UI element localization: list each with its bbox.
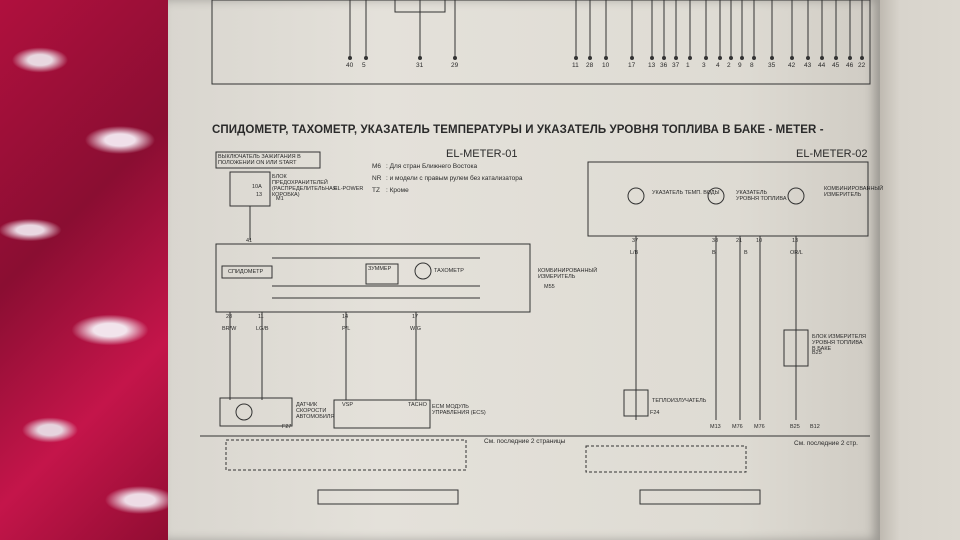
pin-13: 13 bbox=[792, 238, 799, 244]
ecm-box bbox=[333, 399, 431, 429]
combo-meter-2-label: КОМБИНИРОВАННЫЙ ИЗМЕРИТЕЛЬ bbox=[824, 186, 884, 198]
top-pin-number: 45 bbox=[832, 62, 840, 69]
pin-17: 17 bbox=[412, 314, 419, 320]
top-pin-number: 44 bbox=[818, 62, 826, 69]
ecm-label: ECM МОДУЛЬ УПРАВЛЕНИЯ (ECS) bbox=[432, 404, 486, 416]
page-title: СПИДОМЕТР, ТАХОМЕТР, УКАЗАТЕЛЬ ТЕМПЕРАТУ… bbox=[212, 124, 824, 136]
fuse-block-label: БЛОК ПРЕДОХРАНИТЕЛЕЙ (РАСПРЕДЕЛИТЕЛЬНАЯ … bbox=[272, 174, 337, 198]
top-pin-number: 31 bbox=[416, 62, 424, 69]
top-pin-number: 8 bbox=[750, 62, 754, 69]
top-pin-number: 17 bbox=[628, 62, 636, 69]
fuel-unit-label: БЛОК ИЗМЕРИТЕЛЯ УРОВНЯ ТОПЛИВА В БАКЕ bbox=[812, 334, 866, 352]
top-pin-number: 28 bbox=[586, 62, 594, 69]
ground-m76-b: M76 bbox=[754, 424, 765, 430]
top-pin-number: 42 bbox=[788, 62, 796, 69]
tachometer-label: ТАХОМЕТР bbox=[434, 268, 464, 274]
pin-37: 37 bbox=[632, 238, 639, 244]
wire-color-lb: L/B bbox=[630, 250, 639, 256]
top-pin-number: 40 bbox=[346, 62, 354, 69]
pin-21: 21 bbox=[736, 238, 743, 244]
top-pin-number: 43 bbox=[804, 62, 812, 69]
ground-b12: B12 bbox=[810, 424, 820, 430]
top-pin-number: 13 bbox=[648, 62, 656, 69]
top-pin-number: 35 bbox=[768, 62, 776, 69]
ground-b25: B25 bbox=[790, 424, 800, 430]
top-pin-number: 22 bbox=[858, 62, 866, 69]
sheet-label-02: EL-METER-02 bbox=[796, 148, 868, 160]
book-page-next bbox=[880, 0, 960, 540]
wire-color-brw: BR/W bbox=[222, 326, 237, 332]
speedometer-label: СПИДОМЕТР bbox=[228, 269, 264, 275]
ignition-label: ВЫКЛЮЧАТЕЛЬ ЗАЖИГАНИЯ В ПОЛОЖЕНИИ ON ИЛИ… bbox=[218, 154, 301, 166]
pin-11: 11 bbox=[258, 314, 264, 320]
sheet-label-01: EL-METER-01 bbox=[446, 148, 518, 160]
ground-m76-a: M76 bbox=[732, 424, 743, 430]
top-pin-number: 4 bbox=[716, 62, 720, 69]
wire-color-pl: P/L bbox=[342, 326, 351, 332]
el-power-label: EL-POWER bbox=[334, 186, 364, 192]
wire-color-b1: B bbox=[712, 250, 716, 256]
fuse-number: 13 bbox=[256, 192, 263, 198]
wire-color-wg: W/G bbox=[410, 326, 421, 332]
top-frame bbox=[211, 0, 871, 85]
combo-meter-connector: M55 bbox=[544, 284, 555, 290]
thermo-label: ТЕПЛОИЗЛУЧАТЕЛЬ bbox=[652, 398, 707, 404]
top-pin-number: 11 bbox=[572, 62, 579, 69]
top-pin-number: 3 bbox=[702, 62, 706, 69]
fuel-unit-connector: B25 bbox=[812, 350, 822, 356]
temp-gauge-label: УКАЗАТЕЛЬ ТЕМП. ВОДЫ bbox=[652, 190, 720, 196]
legend-code-2: NR bbox=[372, 175, 382, 182]
combo-meter-label: КОМБИНИРОВАННЫЙ ИЗМЕРИТЕЛЬ bbox=[538, 268, 598, 280]
top-pin-number: 46 bbox=[846, 62, 854, 69]
speed-sensor-connector: F27 bbox=[282, 424, 292, 430]
ground-m13: M13 bbox=[710, 424, 721, 430]
top-pin-number: 5 bbox=[362, 62, 366, 69]
legend-text-3: : Кроме bbox=[386, 187, 409, 194]
top-pin-number: 36 bbox=[660, 62, 668, 69]
see-pages-right: См. последние 2 стр. bbox=[794, 440, 858, 447]
top-pin-number: 2 bbox=[727, 62, 731, 69]
wire-color-orl: OR/L bbox=[790, 250, 803, 256]
top-pin-number: 10 bbox=[602, 62, 610, 69]
fuse-box bbox=[229, 171, 271, 207]
speed-sensor-box bbox=[219, 397, 293, 427]
combo-meter-box bbox=[215, 243, 531, 313]
top-pin-number: 29 bbox=[451, 62, 459, 69]
legend-code-1: M6 bbox=[372, 163, 382, 170]
wire-color-b2: B bbox=[744, 250, 748, 256]
combo-meter-2-box bbox=[587, 161, 869, 237]
legend-text-2: : и модели с правым рулем без катализато… bbox=[386, 175, 523, 182]
pin-28: 28 bbox=[226, 314, 233, 320]
fuse-rating: 10A bbox=[252, 184, 262, 190]
buzzer-label: ЗУММЕР bbox=[368, 266, 392, 272]
top-pin-number: 1 bbox=[686, 62, 690, 69]
vsp-label: VSP bbox=[342, 402, 354, 408]
top-pin-number: 37 bbox=[672, 62, 680, 69]
tacho-label: TACHO bbox=[408, 402, 427, 408]
pin-10: 10 bbox=[756, 238, 763, 244]
wire-color-lgb: LG/B bbox=[256, 326, 269, 332]
fuel-gauge-label: УКАЗАТЕЛЬ УРОВНЯ ТОПЛИВА bbox=[736, 190, 787, 202]
legend-code-3: TZ bbox=[372, 187, 380, 194]
fuse-connector: M1 bbox=[276, 196, 284, 202]
pin-14: 14 bbox=[342, 314, 349, 320]
pin-41: 41 bbox=[246, 238, 253, 244]
see-pages-left: См. последние 2 страницы bbox=[484, 438, 566, 445]
pin-38: 38 bbox=[712, 238, 719, 244]
thermo-connector: F24 bbox=[650, 410, 660, 416]
book-page bbox=[168, 0, 880, 540]
top-pin-number: 9 bbox=[738, 62, 742, 69]
speed-sensor-label: ДАТЧИК СКОРОСТИ АВТОМОБИЛЯ bbox=[296, 402, 335, 420]
pin-markers bbox=[348, 56, 864, 60]
background-fabric bbox=[0, 0, 185, 540]
legend-text-1: : Для стран Ближнего Востока bbox=[386, 163, 478, 170]
ignition-box bbox=[215, 151, 321, 169]
